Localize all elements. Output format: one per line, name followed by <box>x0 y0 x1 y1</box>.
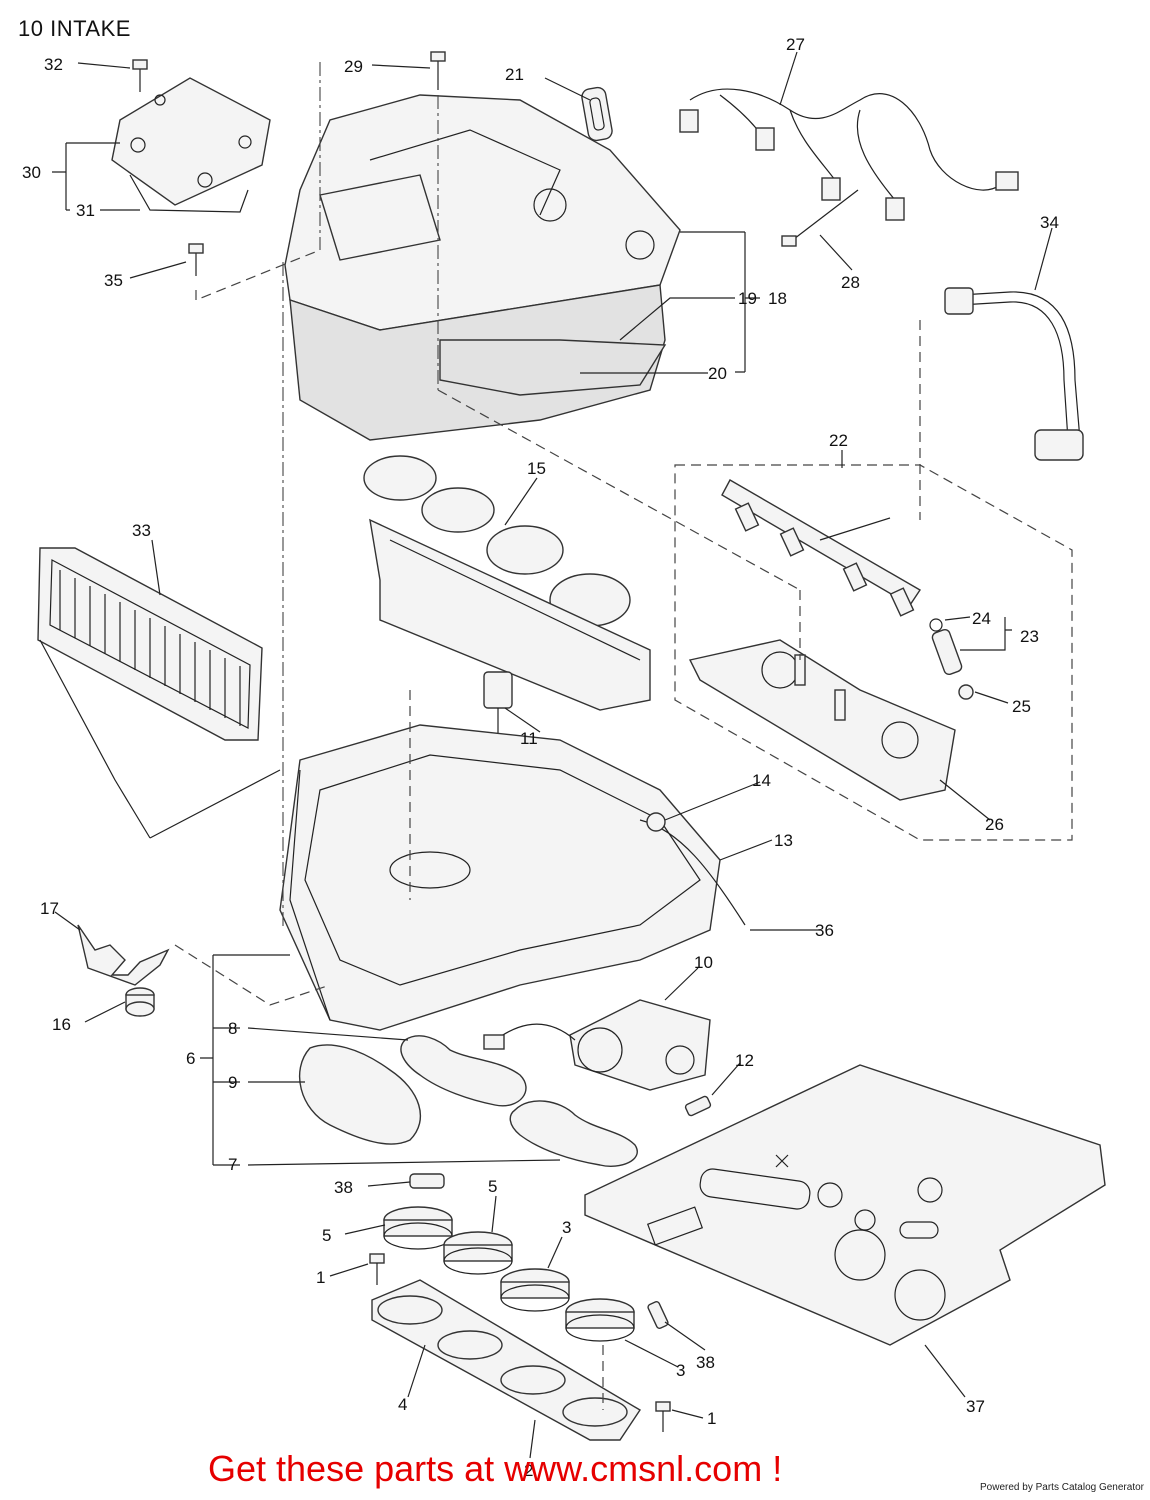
callout-10: 10 <box>694 953 713 972</box>
callout-13: 13 <box>774 831 793 850</box>
callout-26: 26 <box>985 815 1004 834</box>
grommet-part-21[interactable] <box>581 86 614 142</box>
gasket-part-8[interactable] <box>400 1035 527 1107</box>
callout-36: 36 <box>815 921 834 940</box>
page-title: 10 INTAKE <box>18 16 131 41</box>
callout-30: 30 <box>22 163 41 182</box>
bracket-part-17[interactable] <box>77 924 170 986</box>
airbox-upper-part[interactable] <box>284 94 681 441</box>
clamp-part-3b[interactable] <box>565 1298 635 1342</box>
clamp-part-3a[interactable] <box>500 1268 570 1312</box>
sensor-part-38b[interactable] <box>647 1300 669 1330</box>
callout-20: 20 <box>708 364 727 383</box>
callout-35: 35 <box>104 271 123 290</box>
callout-22: 22 <box>829 431 848 450</box>
callout-38a: 38 <box>334 1178 353 1197</box>
callout-34: 34 <box>1040 213 1059 232</box>
callout-19: 19 <box>738 289 757 308</box>
gasket-part-9[interactable] <box>298 1044 421 1145</box>
callout-25: 25 <box>1012 697 1031 716</box>
callout-17: 17 <box>40 899 59 918</box>
screw-part-1a[interactable] <box>369 1253 385 1285</box>
callout-15: 15 <box>527 459 546 478</box>
callout-32: 32 <box>44 55 63 74</box>
screw-part-29[interactable] <box>430 51 446 390</box>
callout-5a: 5 <box>488 1177 497 1196</box>
callout-38b: 38 <box>696 1353 715 1372</box>
callout-37: 37 <box>966 1397 985 1416</box>
callout-4: 4 <box>398 1395 407 1414</box>
callout-11: 11 <box>520 729 538 748</box>
callout-24: 24 <box>972 609 991 628</box>
air-filter-element-part[interactable] <box>37 547 281 839</box>
guide-line <box>174 944 331 1006</box>
callout-2: 2 <box>524 1461 533 1480</box>
clamp-part-5b[interactable] <box>443 1231 513 1275</box>
gasket-part-7[interactable] <box>509 1100 638 1167</box>
callout-23: 23 <box>1020 627 1039 646</box>
airbox-lower-part[interactable] <box>279 724 746 1031</box>
callout-7: 7 <box>228 1155 237 1174</box>
callout-6: 6 <box>186 1049 195 1068</box>
screw-part-12[interactable] <box>684 1095 712 1117</box>
screw-part-35[interactable] <box>188 243 204 276</box>
callout-5b: 5 <box>322 1226 331 1245</box>
callout-28: 28 <box>841 273 860 292</box>
callout-8: 8 <box>228 1019 237 1038</box>
callout-29: 29 <box>344 57 363 76</box>
callout-27: 27 <box>786 35 805 54</box>
fuel-hose-part[interactable] <box>944 287 1084 461</box>
callout-14: 14 <box>752 771 771 790</box>
intake-joint-part-4[interactable] <box>371 1279 641 1441</box>
callout-16: 16 <box>52 1015 71 1034</box>
clamp-part-5a[interactable] <box>383 1206 453 1250</box>
actuator-part-10[interactable] <box>483 999 711 1091</box>
sensor-part-38a[interactable] <box>409 1173 445 1189</box>
callout-12: 12 <box>735 1051 754 1070</box>
callout-1b: 1 <box>707 1409 716 1428</box>
callout-3b: 3 <box>676 1361 685 1380</box>
leader-lines <box>52 51 1053 1459</box>
callout-1a: 1 <box>316 1268 325 1287</box>
guide-line <box>437 389 801 591</box>
callout-33: 33 <box>132 521 151 540</box>
injector-part-23[interactable] <box>929 618 974 700</box>
cmsnl-link[interactable]: Get these parts at www.cmsnl.com ! <box>208 1448 783 1489</box>
screw-part-32[interactable] <box>132 59 148 92</box>
fuel-rail-part[interactable] <box>721 479 921 617</box>
callout-labels: 32 29 21 27 30 31 34 35 28 19 18 20 22 1… <box>22 35 1059 1480</box>
powered-by-note: Powered by Parts Catalog Generator <box>980 1482 1144 1493</box>
mat-part-37[interactable] <box>584 1064 1106 1346</box>
callout-9: 9 <box>228 1073 237 1092</box>
guide-line <box>195 249 321 301</box>
sensor-part-11[interactable] <box>483 671 513 745</box>
wire-harness-part[interactable] <box>679 88 1019 221</box>
screw-part-1b[interactable] <box>655 1401 671 1432</box>
callout-21: 21 <box>505 65 524 84</box>
damper-part-16[interactable] <box>125 987 155 1017</box>
throttle-body-part[interactable] <box>363 455 651 711</box>
callout-18: 18 <box>768 289 787 308</box>
fitting-part-14[interactable] <box>646 812 666 832</box>
callout-3a: 3 <box>562 1218 571 1237</box>
filter-cover-part[interactable] <box>111 77 271 213</box>
cover-part-26[interactable] <box>688 639 956 801</box>
callout-31: 31 <box>76 201 95 220</box>
band-part-28[interactable] <box>781 189 859 247</box>
